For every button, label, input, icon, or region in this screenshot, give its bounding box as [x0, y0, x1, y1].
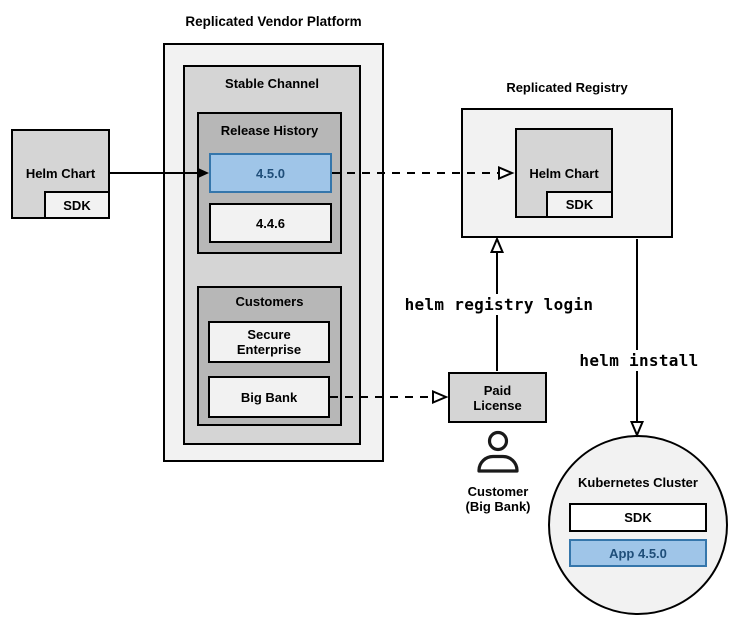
customer-item-label: Big Bank [240, 389, 298, 405]
command-registry-login: helm registry login [399, 294, 599, 315]
registry-helm-chart-label: Helm Chart [529, 166, 599, 181]
source-sdk-box: SDK [44, 191, 110, 219]
kubernetes-app-label: App 4.5.0 [609, 545, 667, 561]
registry-sdk-box: SDK [546, 191, 613, 218]
release-version-label: 4.5.0 [256, 165, 285, 181]
registry-title: Replicated Registry [506, 80, 628, 95]
platform-title: Replicated Vendor Platform [185, 14, 362, 29]
registry-sdk-label: SDK [565, 197, 594, 212]
source-sdk-label: SDK [63, 197, 91, 213]
release-history-title: Release History [220, 123, 319, 138]
release-item-446: 4.4.6 [209, 203, 332, 243]
kubernetes-sdk-box: SDK [569, 503, 707, 532]
arrow-bigbank-to-license-head [432, 389, 449, 405]
command-helm-install: helm install [572, 350, 706, 371]
customer-item-big-bank: Big Bank [208, 376, 330, 418]
customer-item-secure-enterprise: Secure Enterprise [208, 321, 330, 363]
release-version-label: 4.4.6 [256, 215, 285, 231]
kubernetes-app-box: App 4.5.0 [569, 539, 707, 567]
paid-license-label: Paid License [473, 382, 522, 413]
kubernetes-cluster-title: Kubernetes Cluster [578, 475, 698, 490]
customers-title: Customers [235, 294, 304, 309]
stable-channel-title: Stable Channel [225, 76, 319, 91]
release-item-450: 4.5.0 [209, 153, 332, 193]
kubernetes-sdk-label: SDK [624, 510, 652, 525]
source-helm-chart-label: Helm Chart [25, 166, 96, 181]
customer-caption: Customer (Big Bank) [465, 484, 531, 514]
paid-license-box: Paid License [448, 372, 547, 423]
customer-item-label: Secure Enterprise [236, 327, 302, 357]
arrow-registry-to-cluster-head [629, 421, 645, 438]
person-icon [477, 430, 519, 473]
arrow-license-to-registry-head [489, 236, 505, 253]
